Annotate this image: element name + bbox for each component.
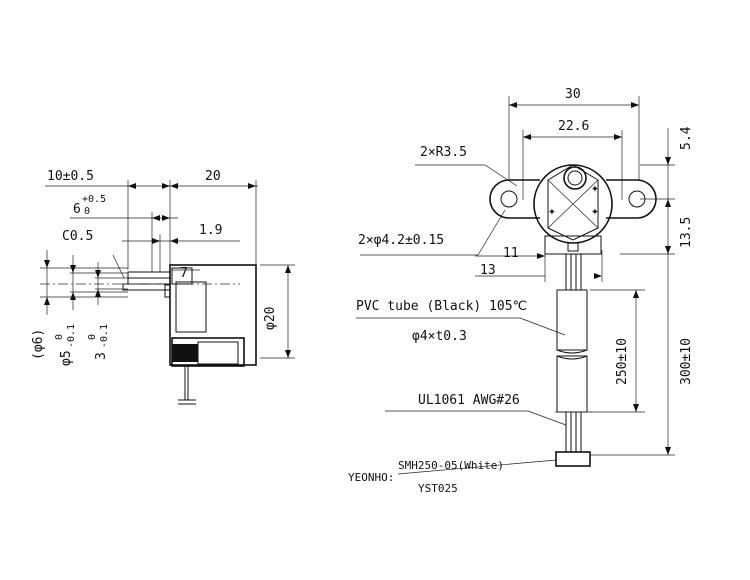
dim-6: 6 bbox=[73, 202, 81, 217]
dim-11: 11 bbox=[503, 246, 519, 261]
dim-6-tol-top: +0.5 bbox=[82, 194, 106, 205]
svg-text:✦: ✦ bbox=[591, 204, 599, 219]
dim-3-tol-top: 0 bbox=[87, 334, 98, 340]
dim-length: 10±0.5 bbox=[47, 169, 94, 184]
front-view: ✦ ✦ ✦ bbox=[356, 96, 675, 475]
connector-part: SMH250-05(White) bbox=[398, 459, 504, 472]
tube-dimension: φ4×t0.3 bbox=[412, 329, 467, 344]
dim-1-9: 1.9 bbox=[199, 223, 222, 238]
side-view bbox=[40, 180, 295, 405]
tube-spec: PVC tube (Black) 105℃ bbox=[356, 299, 527, 314]
dim-300: 300±10 bbox=[679, 338, 694, 385]
connector-brand: YEONHO: bbox=[348, 471, 394, 484]
dim-phi5-tol-top: 0 bbox=[54, 334, 65, 340]
dim-hole: 2×φ4.2±0.15 bbox=[358, 233, 444, 248]
dim-5-4: 5.4 bbox=[679, 126, 694, 150]
dim-250: 250±10 bbox=[615, 338, 630, 385]
dim-7: 7 bbox=[180, 266, 188, 281]
dim-3: 3 bbox=[94, 352, 109, 360]
dim-30: 30 bbox=[565, 87, 581, 102]
dim-6-tol-bottom: 0 bbox=[84, 206, 90, 217]
dim-3-tol-bottom: -0.1 bbox=[99, 324, 110, 348]
wire-spec: UL1061 AWG#26 bbox=[418, 393, 520, 408]
dim-phi5-tol-bottom: -0.1 bbox=[66, 324, 77, 348]
connector-terminal: YST025 bbox=[418, 482, 458, 495]
dim-chamfer: C0.5 bbox=[62, 229, 93, 244]
dim-20: 20 bbox=[205, 169, 221, 184]
svg-text:✦: ✦ bbox=[548, 204, 556, 219]
dim-phi20: φ20 bbox=[263, 307, 278, 330]
dim-13: 13 bbox=[480, 263, 496, 278]
svg-text:✦: ✦ bbox=[591, 181, 599, 196]
dim-phi6: (φ6) bbox=[31, 329, 46, 360]
dim-13-5: 13.5 bbox=[679, 217, 694, 248]
dim-22-6: 22.6 bbox=[558, 119, 589, 134]
dim-phi5: φ5 bbox=[59, 350, 74, 366]
dim-radius: 2×R3.5 bbox=[420, 145, 467, 160]
